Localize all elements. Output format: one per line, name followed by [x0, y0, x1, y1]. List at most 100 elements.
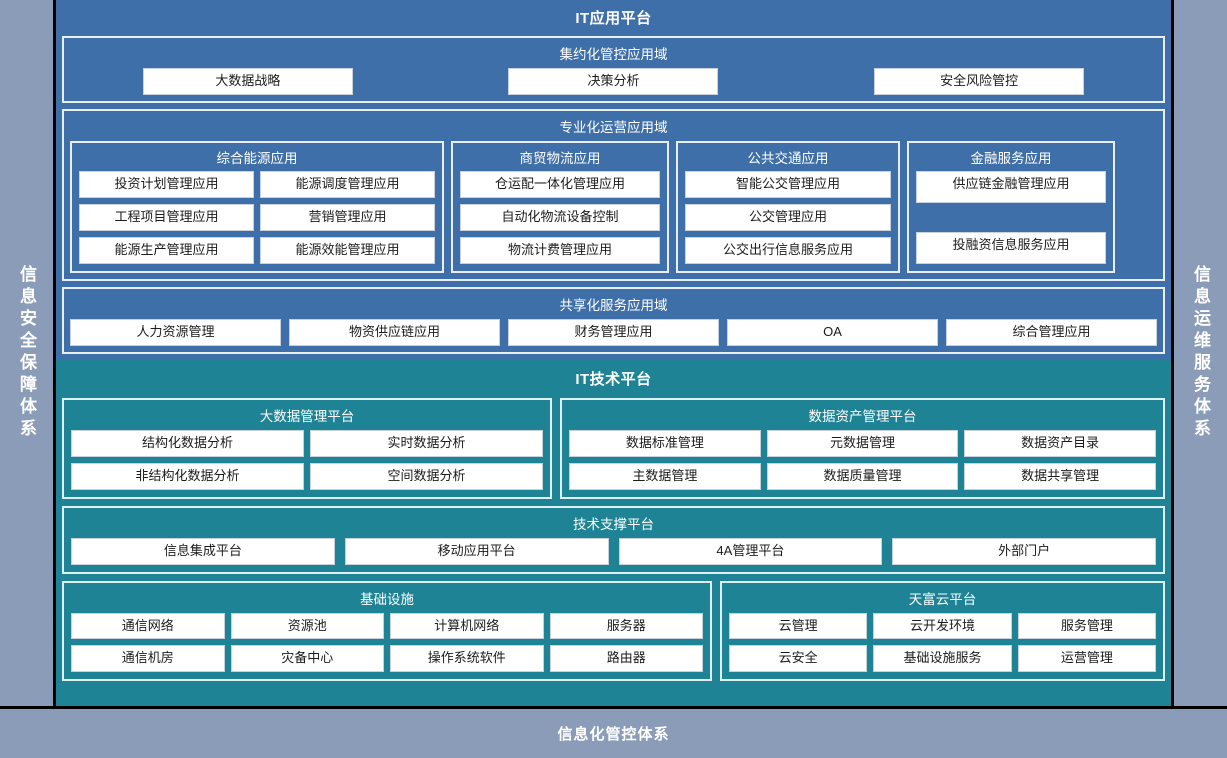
- group-trade-logistics: 商贸物流应用 仓运配一体化管理应用 自动化物流设备控制 物流计费管理应用: [451, 140, 669, 273]
- box-data-asset-management-platform-title: 数据资产管理平台: [808, 408, 917, 424]
- group-financial-services: 金融服务应用 供应链金融管理应用 投融资信息服务应用: [907, 140, 1115, 273]
- chip-communication-network[interactable]: 通信网络: [71, 612, 225, 640]
- chip-bus-management[interactable]: 公交管理应用: [685, 203, 891, 231]
- group-integrated-energy: 综合能源应用 投资计划管理应用 能源调度管理应用 工程项目管理应用 营销管理应用…: [70, 140, 444, 273]
- chip-resource-pool[interactable]: 资源池: [230, 612, 384, 640]
- chip-router[interactable]: 路由器: [549, 645, 703, 673]
- diagram-center-column: IT应用平台 集约化管控应用域 大数据战略 决策分析 安全风险管控 专业化运营应…: [56, 0, 1171, 706]
- group-public-transport: 公共交通应用 智能公交管理应用 公交管理应用 公交出行信息服务应用: [676, 140, 900, 273]
- domain-intensive-control-title: 集约化管控应用域: [559, 47, 668, 62]
- domain-intensive-control-chips: 大数据战略 决策分析 安全风险管控: [70, 68, 1157, 95]
- chip-master-data-management[interactable]: 主数据管理: [569, 462, 761, 490]
- left-rail-information-security: 信息安全保障体系: [0, 0, 56, 706]
- chip-cloud-management[interactable]: 云管理: [729, 612, 868, 640]
- domain-shared-services-title: 共享化服务应用域: [559, 297, 668, 313]
- chip-material-supply-chain[interactable]: 物资供应链应用: [289, 318, 500, 346]
- tech-row-data: 大数据管理平台 结构化数据分析 实时数据分析 非结构化数据分析 空间数据分析 数…: [62, 397, 1165, 499]
- chip-data-asset-catalog[interactable]: 数据资产目录: [964, 429, 1156, 457]
- left-rail-label: 信息安全保障体系: [17, 265, 36, 441]
- box-tianfu-cloud-platform-title: 天富云平台: [908, 591, 977, 607]
- chip-oa[interactable]: OA: [727, 318, 938, 346]
- chip-data-sharing-management[interactable]: 数据共享管理: [964, 462, 1156, 490]
- chip-data-quality-management[interactable]: 数据质量管理: [766, 462, 959, 490]
- chip-comprehensive-management[interactable]: 综合管理应用: [946, 318, 1157, 346]
- chip-engineering-project-management[interactable]: 工程项目管理应用: [79, 203, 254, 231]
- chip-unstructured-data-analysis[interactable]: 非结构化数据分析: [71, 462, 304, 490]
- chip-infrastructure-service[interactable]: 基础设施服务: [873, 645, 1012, 673]
- box-technical-support-platform: 技术支撑平台 信息集成平台 移动应用平台 4A管理平台 外部门户: [62, 505, 1165, 574]
- chip-spatial-data-analysis[interactable]: 空间数据分析: [310, 462, 543, 490]
- it-technology-platform-title: IT技术平台: [575, 370, 652, 388]
- box-big-data-management-platform-chips: 结构化数据分析 实时数据分析 非结构化数据分析 空间数据分析: [71, 429, 543, 490]
- group-financial-services-chips: 供应链金融管理应用 投融资信息服务应用: [916, 170, 1106, 264]
- chip-smart-bus-management[interactable]: 智能公交管理应用: [685, 170, 891, 198]
- chip-mobile-application-platform[interactable]: 移动应用平台: [344, 537, 609, 565]
- group-trade-logistics-title: 商贸物流应用: [519, 150, 601, 166]
- domain-professional-operations-title: 专业化运营应用域: [559, 119, 668, 135]
- tech-row-support: 技术支撑平台 信息集成平台 移动应用平台 4A管理平台 外部门户: [62, 505, 1165, 574]
- chip-computer-network[interactable]: 计算机网络: [390, 612, 544, 640]
- chip-energy-efficiency-management[interactable]: 能源效能管理应用: [260, 236, 435, 264]
- chip-disaster-recovery-center[interactable]: 灾备中心: [230, 645, 384, 673]
- chip-human-resource-management[interactable]: 人力资源管理: [70, 318, 281, 346]
- chip-information-integration-platform[interactable]: 信息集成平台: [71, 537, 335, 565]
- it-technology-platform: IT技术平台 大数据管理平台 结构化数据分析 实时数据分析 非结构化数据分析 空…: [56, 359, 1171, 706]
- chip-supply-chain-finance-management[interactable]: 供应链金融管理应用: [916, 170, 1106, 203]
- box-big-data-management-platform: 大数据管理平台 结构化数据分析 实时数据分析 非结构化数据分析 空间数据分析: [62, 397, 552, 499]
- chip-investment-financing-information-service[interactable]: 投融资信息服务应用: [916, 231, 1106, 264]
- it-application-platform: IT应用平台 集约化管控应用域 大数据战略 决策分析 安全风险管控 专业化运营应…: [56, 0, 1171, 360]
- chip-logistics-billing-management[interactable]: 物流计费管理应用: [460, 236, 660, 264]
- group-integrated-energy-title: 综合能源应用: [216, 150, 298, 166]
- box-data-asset-management-platform: 数据资产管理平台 数据标准管理 元数据管理 数据资产目录 主数据管理 数据质量管…: [560, 397, 1165, 499]
- chip-big-data-strategy[interactable]: 大数据战略: [142, 68, 353, 95]
- domain-intensive-control: 集约化管控应用域 大数据战略 决策分析 安全风险管控: [62, 36, 1165, 103]
- box-big-data-management-platform-title: 大数据管理平台: [259, 408, 355, 424]
- chip-structured-data-analysis[interactable]: 结构化数据分析: [71, 429, 304, 457]
- chip-communication-room[interactable]: 通信机房: [71, 645, 225, 673]
- box-tianfu-cloud-platform: 天富云平台 云管理 云开发环境 服务管理 云安全 基础设施服务 运营管理: [720, 580, 1165, 682]
- chip-external-portal[interactable]: 外部门户: [892, 537, 1156, 565]
- chip-cloud-security[interactable]: 云安全: [729, 645, 868, 673]
- chip-service-management[interactable]: 服务管理: [1017, 612, 1156, 640]
- chip-operation-management[interactable]: 运营管理: [1017, 645, 1156, 673]
- chip-cloud-development-environment[interactable]: 云开发环境: [873, 612, 1012, 640]
- chip-integrated-warehouse-transport[interactable]: 仓运配一体化管理应用: [460, 170, 660, 198]
- chip-financial-management[interactable]: 财务管理应用: [508, 318, 719, 346]
- chip-data-standard-management[interactable]: 数据标准管理: [569, 429, 761, 457]
- chip-marketing-management[interactable]: 营销管理应用: [260, 203, 435, 231]
- domain-shared-services: 共享化服务应用域 人力资源管理 物资供应链应用 财务管理应用 OA 综合管理应用: [62, 286, 1165, 354]
- chip-operating-system-software[interactable]: 操作系统软件: [390, 645, 544, 673]
- box-technical-support-platform-title: 技术支撑平台: [573, 516, 654, 532]
- domain-shared-services-chips: 人力资源管理 物资供应链应用 财务管理应用 OA 综合管理应用: [70, 318, 1157, 346]
- group-public-transport-chips: 智能公交管理应用 公交管理应用 公交出行信息服务应用: [685, 170, 891, 264]
- box-data-asset-management-platform-chips: 数据标准管理 元数据管理 数据资产目录 主数据管理 数据质量管理 数据共享管理: [569, 429, 1156, 490]
- chip-4a-management-platform[interactable]: 4A管理平台: [618, 537, 883, 565]
- chip-decision-analysis[interactable]: 决策分析: [508, 68, 719, 95]
- footer-label: 信息化管控体系: [557, 726, 670, 743]
- right-rail-it-operations-service: 信息运维服务体系: [1171, 0, 1227, 706]
- group-trade-logistics-chips: 仓运配一体化管理应用 自动化物流设备控制 物流计费管理应用: [460, 170, 660, 264]
- chip-energy-dispatch-management[interactable]: 能源调度管理应用: [260, 170, 435, 198]
- box-technical-support-platform-chips: 信息集成平台 移动应用平台 4A管理平台 外部门户: [71, 537, 1156, 565]
- footer-information-management-system: 信息化管控体系: [0, 706, 1227, 758]
- domain-professional-operations-groups: 综合能源应用 投资计划管理应用 能源调度管理应用 工程项目管理应用 营销管理应用…: [70, 140, 1157, 273]
- chip-energy-production-management[interactable]: 能源生产管理应用: [79, 236, 254, 264]
- domain-professional-operations: 专业化运营应用域 综合能源应用 投资计划管理应用 能源调度管理应用 工程项目管理…: [62, 108, 1165, 281]
- diagram-body: 信息安全保障体系 IT应用平台 集约化管控应用域 大数据战略 决策分析 安全风险…: [0, 0, 1227, 706]
- chip-bus-travel-information-service[interactable]: 公交出行信息服务应用: [685, 236, 891, 264]
- box-infrastructure: 基础设施 通信网络 资源池 计算机网络 服务器 通信机房 灾备中心 操作系统软件…: [62, 580, 712, 682]
- group-financial-services-title: 金融服务应用: [970, 150, 1052, 166]
- chip-automated-logistics-equipment-control[interactable]: 自动化物流设备控制: [460, 203, 660, 231]
- chip-metadata-management[interactable]: 元数据管理: [766, 429, 959, 457]
- box-infrastructure-chips: 通信网络 资源池 计算机网络 服务器 通信机房 灾备中心 操作系统软件 路由器: [71, 612, 703, 673]
- it-application-platform-title: IT应用平台: [575, 10, 652, 27]
- chip-server[interactable]: 服务器: [549, 612, 703, 640]
- chip-security-risk-control[interactable]: 安全风险管控: [874, 68, 1085, 95]
- chip-realtime-data-analysis[interactable]: 实时数据分析: [310, 429, 543, 457]
- group-integrated-energy-chips: 投资计划管理应用 能源调度管理应用 工程项目管理应用 营销管理应用 能源生产管理…: [79, 170, 435, 264]
- group-public-transport-title: 公共交通应用: [747, 150, 829, 166]
- tech-row-infrastructure: 基础设施 通信网络 资源池 计算机网络 服务器 通信机房 灾备中心 操作系统软件…: [62, 580, 1165, 682]
- box-tianfu-cloud-platform-chips: 云管理 云开发环境 服务管理 云安全 基础设施服务 运营管理: [729, 612, 1156, 673]
- chip-investment-plan-management[interactable]: 投资计划管理应用: [79, 170, 254, 198]
